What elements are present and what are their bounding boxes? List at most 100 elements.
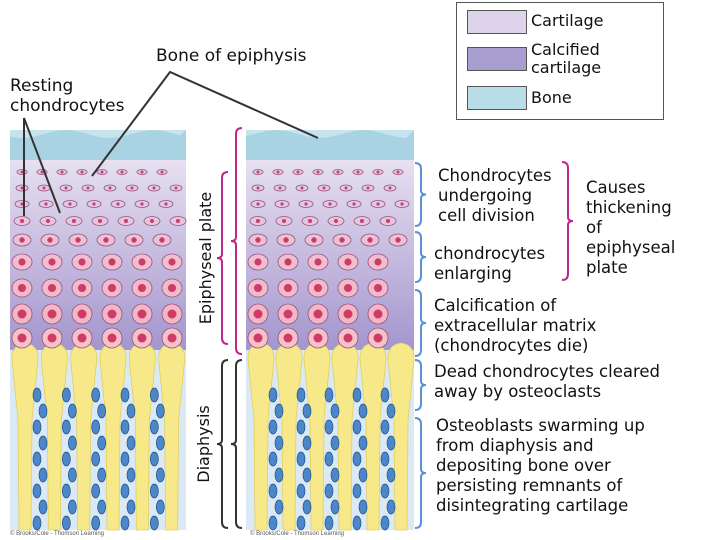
left-column-osteoblast [32,515,42,531]
right-column-chondrocyte-nucleus [367,237,373,243]
left-column-osteoblast [32,483,42,499]
left-column-osteoblast [61,387,71,403]
right-column-chondrocyte-nucleus [339,237,345,243]
left-column-chondrocyte-nucleus [152,186,156,190]
right-column-chondrocyte-nucleus [376,202,380,206]
right-column-chondrocyte-nucleus [280,202,284,206]
left-column-chondrocyte-nucleus [71,218,77,224]
legend-swatch-bone [467,86,527,110]
left-column-chondrocyte-nucleus [20,186,24,190]
left-column-osteoblast [126,435,136,451]
left-column-chondrocyte-nucleus [77,309,87,319]
left-column-chondrocyte-nucleus [130,186,134,190]
resting-pointer-1 [23,117,61,214]
left-column-osteoblast [38,435,48,451]
right-column-osteoblast [352,419,362,435]
right-column-chondrocyte-nucleus [284,258,292,266]
resting-chondrocytes-label: Resting chondrocytes [10,76,125,116]
right-column-osteoblast [268,419,278,435]
right-column-osteoblast [352,515,362,531]
left-column-chondrocyte-nucleus [103,237,109,243]
right-column-chondrocyte-nucleus [253,283,263,293]
right-column-osteoblast [302,499,312,515]
osteoblast-zone-bracket [414,417,427,529]
left-column-chondrocyte-nucleus [47,309,57,319]
bone-of-epiphysis-label: Bone of epiphysis [156,46,307,66]
left-column-osteoblast [126,403,136,419]
right-column-osteoblast [274,499,284,515]
right-column-osteoblast [380,515,390,531]
right-column-osteoblast [352,387,362,403]
left-column-chondrocyte-nucleus [120,170,124,174]
left-column-chondrocyte-nucleus [167,309,177,319]
left-column-osteoblast [155,403,165,419]
causes-thickening-bracket [561,161,574,281]
right-column-osteoblast [268,451,278,467]
left-column-osteoblast [155,499,165,515]
left-column-osteoblast [67,403,77,419]
left-column-chondrocyte-nucleus [137,333,147,343]
right-column-osteoblast [386,435,396,451]
left-column-chondrocyte-nucleus [137,309,147,319]
right-column-chondrocyte-nucleus [283,283,293,293]
left-column-chondrocyte-nucleus [175,218,181,224]
left-column-chondrocyte-nucleus [116,202,120,206]
right-column-osteoblast [324,387,334,403]
left-column-osteoblast [97,467,107,483]
left-column-chondrocyte-nucleus [19,218,25,224]
left-column-osteoblast [155,467,165,483]
right-column-osteoblast [358,499,368,515]
division-zone-bracket [414,162,427,227]
right-column-chondrocyte-nucleus [373,283,383,293]
left-column-chondrocyte-nucleus [20,170,24,174]
right-column-osteoblast [352,483,362,499]
left-column-chondrocyte-nucleus [17,309,27,319]
right-column-chondrocyte-nucleus [307,218,313,224]
right-column-chondrocyte-nucleus [296,170,300,174]
left-column-osteoblast [120,515,130,531]
left-column-osteoblast [97,403,107,419]
causes-thickening-label: Causes thickening of epiphyseal plate [586,178,676,277]
right-column-chondrocyte-nucleus [396,170,400,174]
left-column-chondrocyte-nucleus [167,333,177,343]
right-column-chondrocyte-nucleus [344,258,352,266]
left-column-osteoblast [91,451,101,467]
right-column-osteoblast [296,387,306,403]
right-column-osteoblast [296,483,306,499]
copyright-left: © Brooks/Cole - Thomson Learning [10,531,105,537]
left-column-osteoblast [32,419,42,435]
right-column-diaphysis-bracket [230,359,243,529]
right-column-osteoblast [296,451,306,467]
left-column-osteoblast [38,467,48,483]
right-column-chondrocyte-nucleus [400,202,404,206]
left-column-osteoblast [149,451,159,467]
right-column-osteoblast [302,435,312,451]
right-column-chondrocyte-nucleus [313,283,323,293]
right-column-chondrocyte-nucleus [256,186,260,190]
left-column-chondrocyte-nucleus [20,202,24,206]
cell-division-zone-label: Chondrocytes undergoing cell division [438,166,552,225]
left-column-chondrocyte-nucleus [97,218,103,224]
right-column-chondrocyte-nucleus [373,333,383,343]
left-column-osteoblast [126,467,136,483]
right-column-chondrocyte-nucleus [343,283,353,293]
enlarging-zone-bracket [414,231,427,283]
left-column-osteoblast [61,515,71,531]
left-column-osteoblast [67,499,77,515]
left-column-chondrocyte-nucleus [131,237,137,243]
right-column-osteoblast [386,467,396,483]
left-column-chondrocyte-nucleus [75,237,81,243]
right-column-osteoblast [274,467,284,483]
epiphyseal-plate-label: Epiphyseal plate [196,191,215,325]
left-column-chondrocyte-nucleus [149,218,155,224]
right-column-chondrocyte-nucleus [253,309,263,319]
right-column-chondrocyte-nucleus [322,186,326,190]
right-column-osteoblast [324,451,334,467]
right-column-chondrocyte-nucleus [253,333,263,343]
left-column-chondrocyte-nucleus [80,170,84,174]
left-column-chondrocyte-nucleus [64,186,68,190]
legend: Cartilage Calcified cartilage Bone [456,2,664,120]
left-column-chondrocyte-nucleus [107,309,117,319]
left-column-osteoblast [32,387,42,403]
left-column-chondrocyte-nucleus [19,237,25,243]
